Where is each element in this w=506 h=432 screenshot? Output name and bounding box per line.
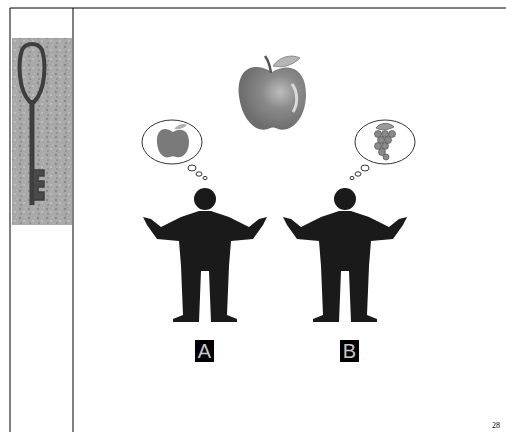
body xyxy=(143,211,267,322)
apple xyxy=(239,56,306,130)
bubble-dot xyxy=(188,165,196,171)
apple-thought-leaf xyxy=(174,124,187,129)
bubble-cloud xyxy=(355,120,415,164)
man-silhouette xyxy=(143,188,267,322)
apple-thought xyxy=(157,129,189,157)
bubble-dot xyxy=(203,176,207,179)
man-silhouette xyxy=(283,188,407,322)
thought-bubble xyxy=(142,120,207,180)
frame-line xyxy=(10,8,11,432)
letter-box: A xyxy=(195,340,214,362)
key-shaft xyxy=(30,102,35,205)
apple-leaf xyxy=(273,56,300,67)
bubble-cloud xyxy=(142,120,202,164)
frame-line xyxy=(10,8,506,9)
grape xyxy=(389,131,396,138)
grape xyxy=(383,154,389,160)
gravel-texture xyxy=(12,38,72,225)
apple-body xyxy=(239,67,306,130)
apple-highlight xyxy=(292,84,297,112)
grapes xyxy=(375,123,396,160)
apple-stem xyxy=(265,56,271,73)
head xyxy=(194,188,216,210)
key-bow xyxy=(20,44,45,102)
bubble-dot xyxy=(196,172,202,176)
frame-line xyxy=(73,8,74,432)
letter-box: B xyxy=(340,340,359,362)
head xyxy=(334,188,356,210)
bubble-dot xyxy=(355,172,361,176)
bubble-dot xyxy=(361,165,369,171)
grape-leaf xyxy=(376,123,394,129)
person-letter: A xyxy=(198,341,211,361)
key-photo xyxy=(12,38,72,225)
grape xyxy=(375,143,382,150)
person-letter: B xyxy=(343,341,356,361)
page-number: 28 xyxy=(492,422,500,430)
bubble-dot xyxy=(350,176,354,179)
body xyxy=(283,211,407,322)
key-bit xyxy=(34,170,44,200)
thought-bubble xyxy=(350,120,415,180)
